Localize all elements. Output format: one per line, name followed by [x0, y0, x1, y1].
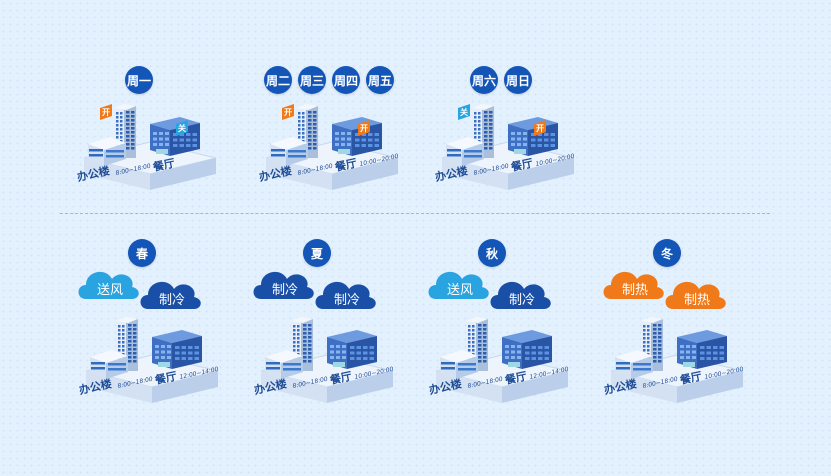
office-tower — [472, 104, 494, 158]
mode-cloud-label: 制冷 — [334, 293, 360, 308]
office-tower — [296, 104, 318, 158]
switch-tag: 开 — [358, 120, 370, 136]
canteen-label: 餐厅 — [503, 369, 528, 387]
mode-cloud: 制热 — [665, 281, 726, 309]
canteen-label: 餐厅 — [328, 369, 353, 387]
canteen-label: 餐厅 — [151, 156, 176, 174]
day-badge: 周日 — [504, 66, 532, 94]
mode-cloud: 制冷 — [140, 281, 201, 309]
mode-cloud-label: 制冷 — [159, 293, 185, 308]
canteen-label: 餐厅 — [153, 369, 178, 387]
mode-cloud: 制冷 — [315, 281, 376, 309]
office-building — [440, 350, 478, 379]
mode-cloud: 制热 — [603, 271, 664, 299]
switch-tag: 关 — [458, 104, 470, 120]
office-label: 办公楼 — [258, 163, 293, 184]
office-building — [90, 350, 128, 379]
office-tower — [466, 317, 488, 371]
switch-tag: 开 — [100, 104, 112, 120]
office-label: 办公楼 — [253, 376, 288, 397]
season-badge: 秋 — [478, 239, 506, 267]
mode-cloud-label: 制热 — [684, 293, 710, 308]
mode-cloud-label: 送风 — [447, 283, 473, 298]
mode-cloud-label: 送风 — [97, 283, 123, 298]
switch-tag-label: 关 — [460, 107, 468, 117]
canteen-building — [502, 330, 552, 369]
office-label: 办公楼 — [434, 163, 469, 184]
day-badge: 周四 — [332, 66, 360, 94]
office-label: 办公楼 — [76, 163, 111, 184]
canteen-building — [508, 117, 558, 156]
switch-tag-label: 开 — [360, 124, 368, 133]
switch-tag: 开 — [282, 104, 294, 120]
switch-tag-label: 开 — [102, 108, 110, 117]
office-label: 办公楼 — [603, 376, 638, 397]
canteen-building — [677, 330, 727, 369]
switch-tag-label: 关 — [178, 123, 186, 133]
office-building — [88, 137, 126, 166]
mode-cloud: 送风 — [78, 271, 139, 299]
day-badge: 周一 — [125, 66, 153, 94]
day-badge: 周二 — [264, 66, 292, 94]
office-building — [270, 137, 308, 166]
canteen-building — [327, 330, 377, 369]
office-tower — [116, 317, 138, 371]
office-building — [265, 350, 303, 379]
mode-cloud-label: 制冷 — [509, 293, 535, 308]
canteen-label: 餐厅 — [509, 156, 534, 174]
season-badge: 夏 — [303, 239, 331, 267]
day-badge: 周六 — [470, 66, 498, 94]
canteen-building — [332, 117, 382, 156]
day-badge: 周三 — [298, 66, 326, 94]
office-building — [446, 137, 484, 166]
mode-cloud-label: 制冷 — [272, 283, 298, 298]
canteen-label: 餐厅 — [333, 156, 358, 174]
switch-tag-label: 开 — [536, 124, 544, 133]
season-badge: 春 — [128, 239, 156, 267]
office-label: 办公楼 — [78, 376, 113, 397]
office-building — [615, 350, 653, 379]
switch-tag: 开 — [534, 120, 546, 136]
mode-cloud: 制冷 — [490, 281, 551, 309]
mode-cloud: 送风 — [428, 271, 489, 299]
canteen-building — [150, 117, 200, 156]
canteen-label: 餐厅 — [678, 369, 703, 387]
season-badge: 冬 — [653, 239, 681, 267]
office-label: 办公楼 — [428, 376, 463, 397]
mode-cloud-label: 制热 — [622, 283, 648, 298]
day-badge: 周五 — [366, 66, 394, 94]
section-divider — [60, 213, 770, 214]
mode-cloud: 制冷 — [253, 271, 314, 299]
canteen-building — [152, 330, 202, 369]
switch-tag-label: 开 — [284, 108, 292, 117]
switch-tag: 关 — [176, 120, 188, 136]
